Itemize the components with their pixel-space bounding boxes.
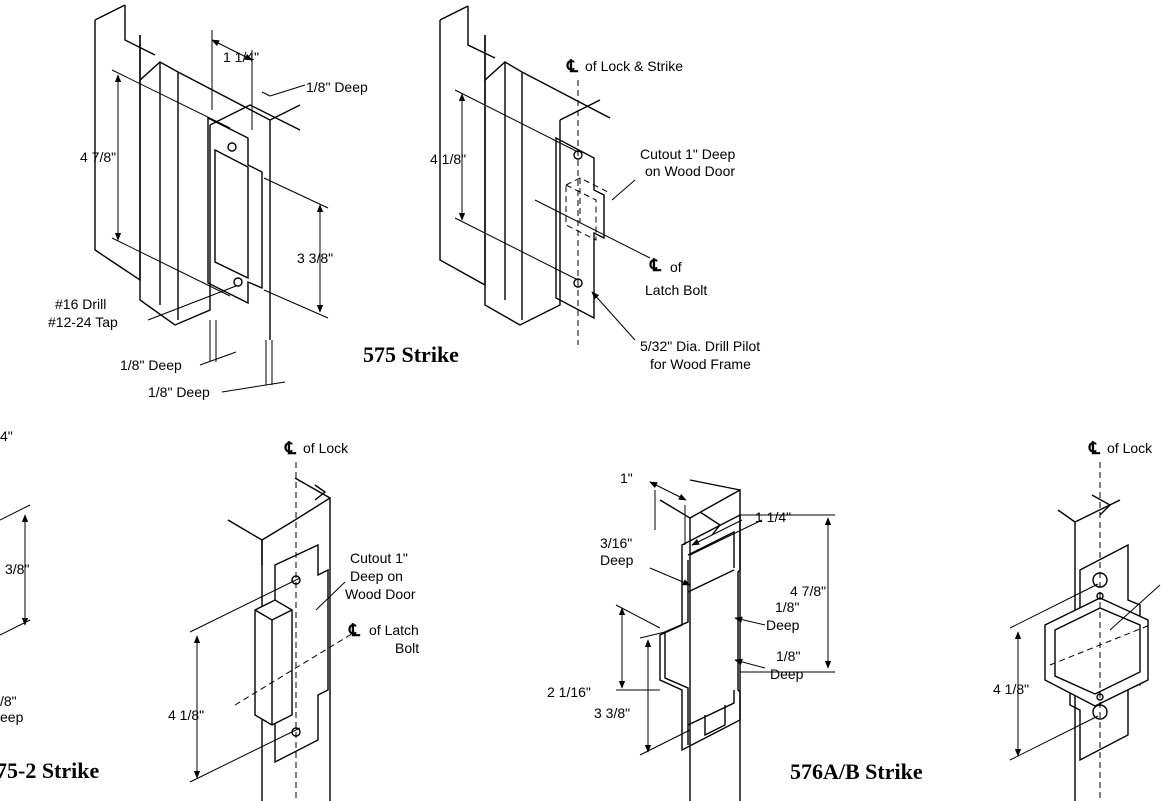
strike-576-deep-316-1: 3/16" bbox=[600, 535, 632, 551]
strike-576-dim-1-label: 1" bbox=[620, 470, 633, 486]
strike-576-deep-316-2: Deep bbox=[600, 552, 634, 568]
strike-576-2116-label: 2 1/16" bbox=[547, 684, 591, 700]
strike-575-height-label: 4 7/8" bbox=[80, 149, 116, 165]
strike-575-2-cl-latch-2: Bolt bbox=[395, 640, 419, 656]
strike-575-2-partial-deep-2: eep bbox=[0, 709, 24, 725]
strike-575-2-cl-symbol: ℄ bbox=[284, 439, 297, 458]
strike-575-drawing bbox=[94, 4, 329, 393]
strike-575-wood-height-label: 4 1/8" bbox=[430, 151, 466, 167]
strike-575-2-cutout-2: Deep on bbox=[350, 568, 403, 584]
strike-575-2-cl-latch-1: of Latch bbox=[369, 622, 419, 638]
strike-575-2-partial-drawing bbox=[0, 504, 31, 636]
strike-575-2-partial-deep-1: /8" bbox=[0, 693, 17, 709]
strike-575-2-cl-latch-symbol: ℄ bbox=[348, 621, 361, 640]
strike-576-wood-height-label: 4 1/8" bbox=[993, 681, 1029, 697]
strike-575-2-cutout-1: Cutout 1" bbox=[350, 550, 408, 566]
strike-575-2-cutout-3: Wood Door bbox=[345, 586, 416, 602]
strike-575-drill-label-1: #16 Drill bbox=[55, 296, 106, 312]
strike-575-deep-b-label: 1/8" Deep bbox=[148, 384, 210, 400]
strike-576-wood-cl-lock: of Lock bbox=[1107, 440, 1153, 456]
strike-575-wood-cl-lock-strike: of Lock & Strike bbox=[585, 58, 683, 74]
strike-575-width-label: 1 1/4" bbox=[223, 49, 259, 65]
strike-575-wood-cutout-2: on Wood Door bbox=[645, 163, 735, 179]
strike-575-wood-cl-symbol: ℄ bbox=[566, 57, 579, 76]
strike-575-2-partial-top: 4" bbox=[0, 428, 13, 444]
strike-575-2-cl-lock: of Lock bbox=[303, 440, 349, 456]
strike-575-opening-label: 3 3/8" bbox=[297, 250, 333, 266]
strike-576-wood-drawing bbox=[1009, 462, 1161, 801]
strike-575-wood-pilot-1: 5/32" Dia. Drill Pilot bbox=[640, 338, 760, 354]
strike-575-title: 575 Strike bbox=[363, 342, 459, 367]
strike-576-wood-cl-symbol: ℄ bbox=[1088, 439, 1101, 458]
strike-575-2-drawing bbox=[189, 462, 356, 801]
strike-575-2-partial-dim: 3/8" bbox=[5, 561, 29, 577]
strike-576-deep-b-2: Deep bbox=[770, 666, 804, 682]
strike-575-wood-drawing bbox=[439, 5, 651, 345]
strike-575-wood-pilot-2: for Wood Frame bbox=[650, 356, 751, 372]
strike-576-deep-a-1: 1/8" bbox=[775, 599, 799, 615]
strike-576-338-label: 3 3/8" bbox=[594, 705, 630, 721]
strike-576-title: 576A/B Strike bbox=[790, 759, 923, 784]
strike-575-2-title: 575-2 Strike bbox=[0, 758, 100, 783]
strike-575-wood-cl-latch-2: Latch Bolt bbox=[645, 282, 707, 298]
strike-575-2-height-label: 4 1/8" bbox=[168, 707, 204, 723]
strike-575-wood-cl-latch-1: of bbox=[670, 259, 682, 275]
strike-575-wood-cl-latch-symbol: ℄ bbox=[649, 256, 662, 275]
strike-576-deep-a-2: Deep bbox=[766, 617, 800, 633]
strike-576-deep-b-1: 1/8" bbox=[776, 648, 800, 664]
strike-575-wood-cutout-1: Cutout 1" Deep bbox=[640, 146, 735, 162]
strike-576-drawing bbox=[615, 479, 835, 801]
strike-575-drill-label-2: #12-24 Tap bbox=[48, 314, 118, 330]
strike-575-deep-a-label: 1/8" Deep bbox=[120, 357, 182, 373]
strike-576-width-label: 1 1/4" bbox=[755, 509, 791, 525]
strike-575-top-deep-label: 1/8" Deep bbox=[306, 79, 368, 95]
strike-576-height-label: 4 7/8" bbox=[790, 583, 826, 599]
